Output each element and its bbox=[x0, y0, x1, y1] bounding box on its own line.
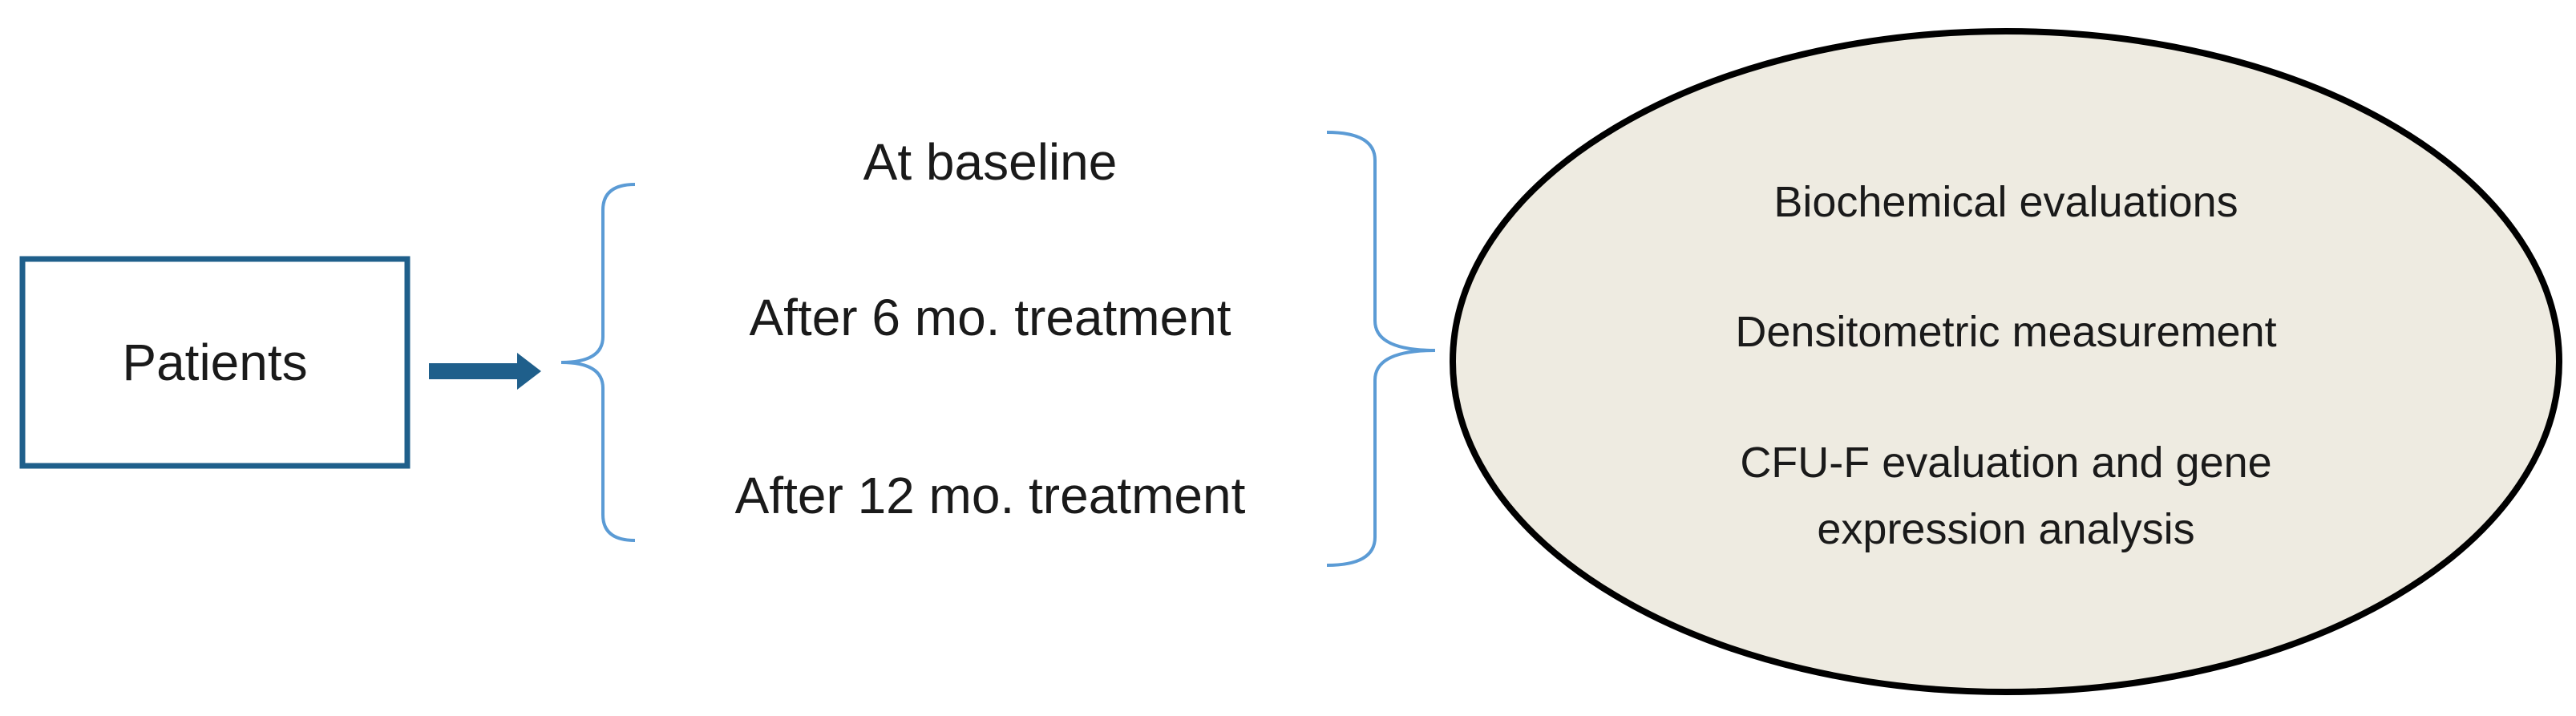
evaluation-cfu-f-line-2: expression analysis bbox=[1817, 505, 2194, 553]
right-brace bbox=[1326, 131, 1436, 567]
evaluation-densitometric: Densitometric measurement bbox=[1735, 308, 2276, 356]
timepoint-12-months: After 12 mo. treatment bbox=[735, 467, 1246, 524]
evaluations-node: Biochemical evaluations Densitometric me… bbox=[1450, 28, 2562, 695]
timepoint-6-months: After 6 mo. treatment bbox=[749, 289, 1231, 346]
timepoint-baseline: At baseline bbox=[863, 133, 1118, 191]
evaluation-cfu-f-line-1: CFU-F evaluation and gene bbox=[1740, 439, 2271, 487]
patients-label: Patients bbox=[122, 334, 307, 391]
timepoint-list: At baseline After 6 mo. treatment After … bbox=[735, 133, 1246, 524]
patients-box bbox=[19, 256, 410, 469]
evaluation-biochemical: Biochemical evaluations bbox=[1773, 178, 2238, 226]
evaluations-ellipse bbox=[1450, 28, 2562, 695]
patients-node: Patients bbox=[19, 256, 410, 469]
right-arrow-icon bbox=[429, 353, 541, 390]
left-brace bbox=[560, 183, 636, 542]
